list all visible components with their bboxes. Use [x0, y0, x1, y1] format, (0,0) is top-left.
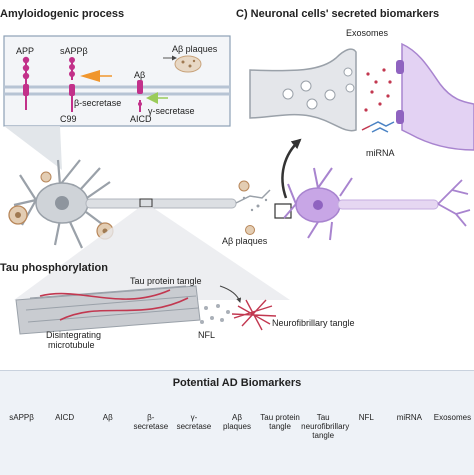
ab-label: Aβ: [134, 70, 146, 80]
app-protein-icon: [22, 56, 30, 110]
synapse-zoom-box: [274, 203, 292, 219]
app-label: APP: [16, 46, 35, 56]
tau-arrow: [219, 285, 242, 303]
tau-zoom-wedge: [14, 207, 290, 300]
gamma-secretase-label: γ-secretase: [148, 106, 195, 116]
microtubule-label: microtubule: [48, 340, 95, 350]
neurofibrillary-tangle-icon: [231, 299, 277, 331]
biomarker-legend: Potential AD Biomarkers sAPPβ AICD Aβ β- se…: [0, 370, 474, 475]
sappb-label: sAPPβ: [60, 46, 88, 56]
legend-item-abeta: Aβ: [102, 413, 113, 422]
abeta-icon: [137, 80, 143, 94]
aicd-icon: [138, 100, 142, 112]
legend-item-abeta-plaques: Aβ plaques: [222, 413, 252, 431]
abeta-plaques-cloud-icon: [174, 55, 202, 73]
aicd-label: AICD: [130, 114, 152, 124]
nfl-label: NFL: [198, 330, 216, 340]
legend-item-exosomes: Exosomes: [433, 413, 472, 422]
tau-title: Tau phosphorylation: [0, 262, 108, 274]
plaque-cluster-4: [238, 180, 250, 192]
gamma-secretase-icon: [146, 92, 158, 104]
zoom-wedge: [4, 126, 62, 170]
left-neuron: [13, 159, 271, 249]
plaque-cluster-1: [8, 205, 28, 225]
tau-protein-tangle-label: Tau protein tangle: [130, 276, 202, 286]
legend-item-mirna: miRNA: [396, 413, 423, 422]
beta-secretase-icon: [80, 70, 100, 82]
legend-title: Potential AD Biomarkers: [172, 377, 302, 389]
legend-item-aicd: AICD: [55, 413, 75, 422]
exosomes-label: Exosomes: [346, 28, 389, 38]
amyloid-panel: [3, 35, 231, 127]
amyloid-title: Amyloidogenic process: [0, 8, 125, 20]
c99-label: C99: [60, 114, 77, 124]
microtubule: [15, 285, 201, 335]
legend-item-tau-neurofibrillary-tangle: Tau neurofibrillary tangle: [301, 413, 350, 440]
ab-plaques-label: Aβ plaques: [172, 44, 218, 54]
plaque-cluster-5: [245, 225, 255, 235]
synapse-arrow: [281, 138, 302, 199]
legend-item-nfl: NFL: [358, 413, 374, 422]
legend-item-gamma-secretase: γ- secretase: [176, 413, 212, 431]
right-neuron: [283, 167, 471, 241]
beta-secretase-label: β-secretase: [74, 98, 122, 108]
legend-item-beta-secretase: β- secretase: [133, 413, 169, 431]
neuron-ab-plaques-label: Aβ plaques: [222, 236, 268, 246]
neuronal-title: C) Neuronal cells' secreted biomarkers: [236, 8, 440, 20]
plaque-cluster-2: [40, 171, 52, 183]
synapse-illustration: [249, 42, 474, 151]
disintegrating-label: Disintegrating: [46, 330, 102, 340]
sappb-icon: [69, 57, 75, 80]
legend-item-tau-protein-tangle: Tau protein tangle: [260, 413, 300, 431]
nfl-fragments: [200, 304, 230, 324]
mirna-label: miRNA: [366, 148, 395, 158]
c99-fragment-icon: [69, 84, 75, 112]
legend-item-sappb: sAPPβ: [9, 413, 34, 422]
neurofibrillary-tangle-label: Neurofibrillary tangle: [272, 318, 355, 328]
